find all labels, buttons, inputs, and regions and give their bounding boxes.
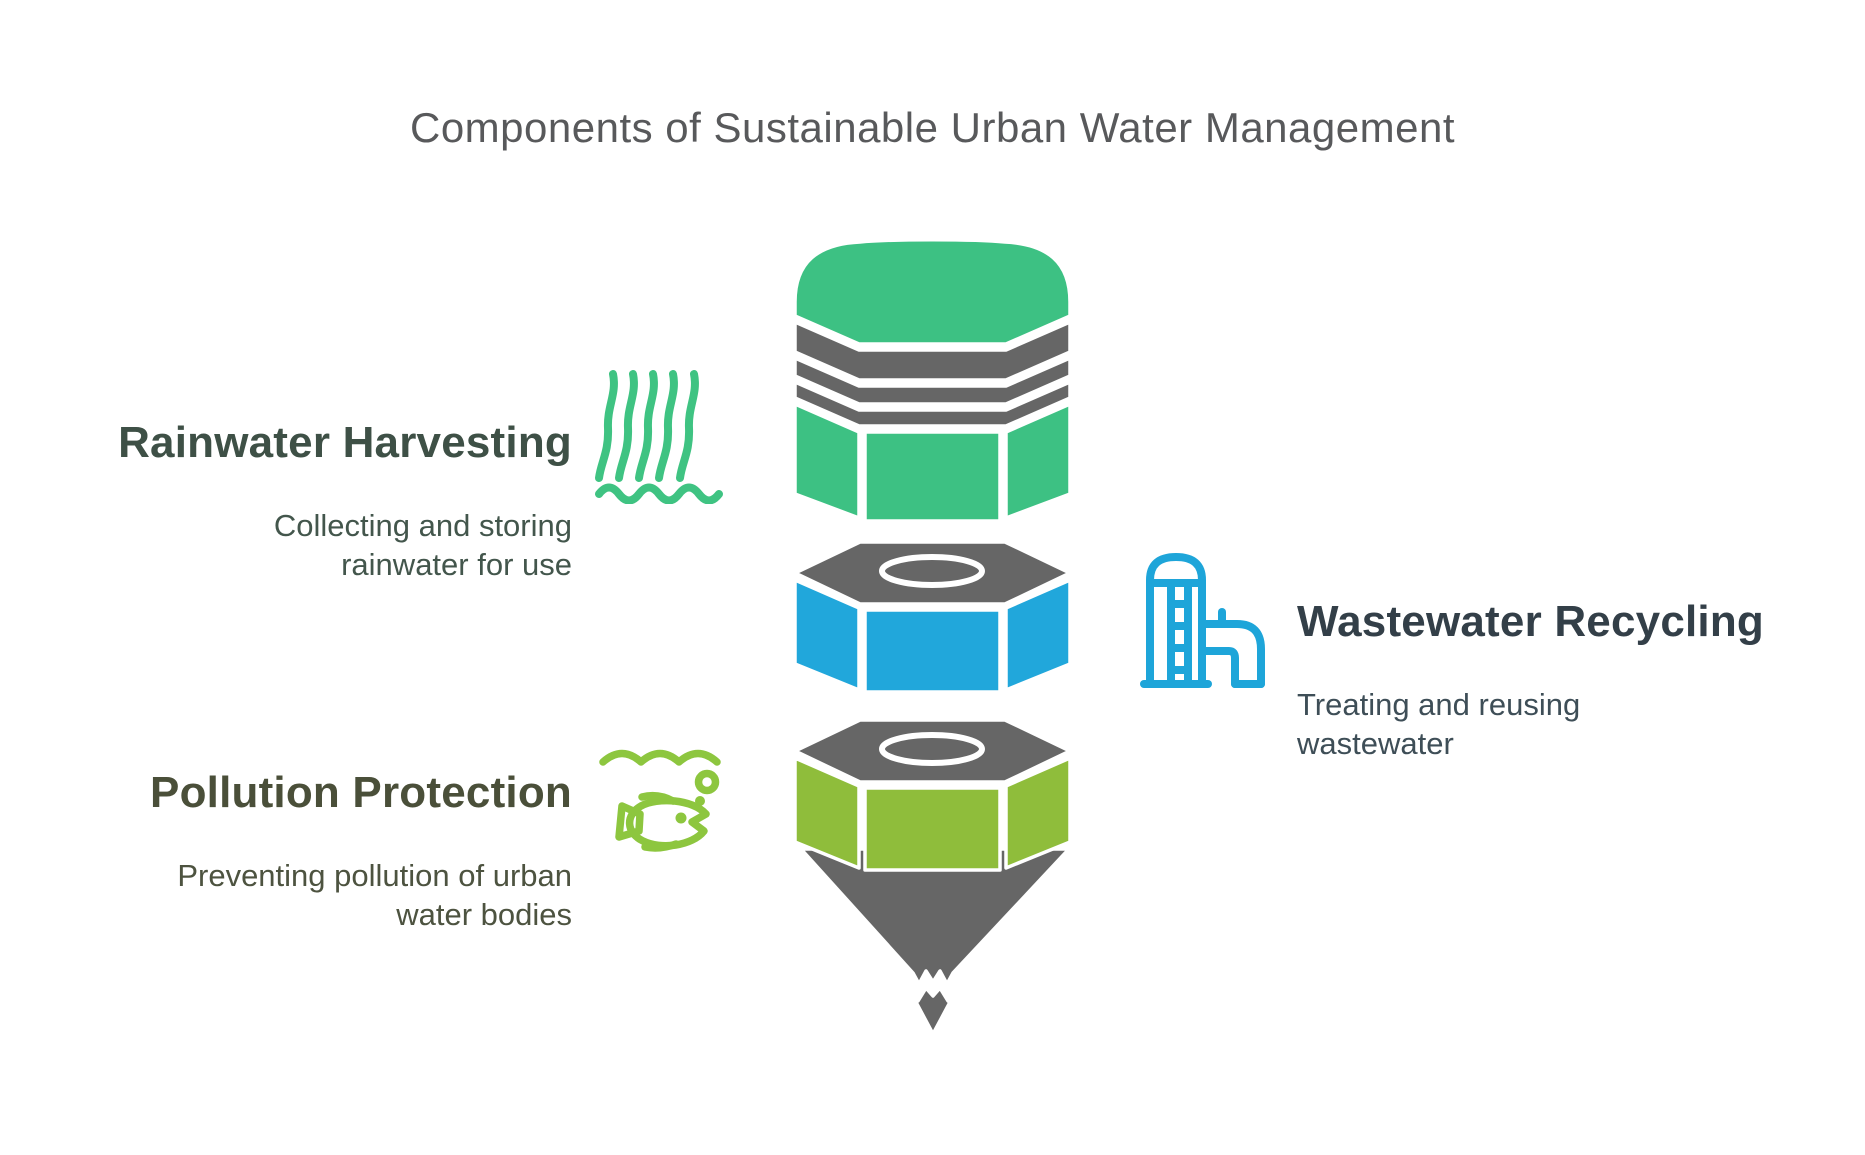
description-line: rainwater for use [341,547,572,582]
wastewater-recycling-block: Wastewater Recycling Treating and reusin… [1297,597,1799,763]
drum-stripe [793,320,1072,382]
description-line: Collecting and storing [273,508,572,543]
description-line: wastewater [1297,726,1454,761]
middle-nut-top-face [793,540,1072,606]
drum-side-face [1004,402,1072,520]
fish-top-fin [638,791,677,805]
rainwater-harvesting-heading: Rainwater Harvesting [118,418,572,467]
fish-tail [615,802,644,841]
bottom-nut-top-face [793,718,1072,784]
tank-pipe-outer [1198,620,1265,688]
wastewater-recycling-heading: Wastewater Recycling [1297,597,1764,646]
bottom-nut-front-face [863,786,1002,872]
middle-nut-side-face [1004,578,1072,692]
description-line: Treating and reusing [1297,687,1581,722]
bottom-nut-side-face [1004,756,1072,870]
waterfall-stream [676,370,699,482]
water-funnel-graphic [793,238,1072,1036]
bubble-large [694,769,720,795]
pollution-protection-block: Pollution Protection Preventing pollutio… [70,768,572,934]
drum-dome [793,238,1072,346]
middle-nut-side-face [793,578,861,692]
page-title: Components of Sustainable Urban Water Ma… [409,104,1455,151]
drum-stripe [793,380,1072,428]
waterfall-stream [615,370,638,482]
drum-side-face [793,402,861,520]
fish-icon [599,749,721,852]
pollution-protection-description: Preventing pollution of urban water bodi… [70,856,572,934]
pollution-protection-heading: Pollution Protection [150,768,572,817]
waterfall-stream [595,370,618,482]
water-surface-wave [599,749,721,766]
fish-eye [675,812,687,824]
waterfall-stream [655,370,678,482]
drum-stripe [793,356,1072,406]
drum-front-face [863,430,1002,523]
wastewater-recycling-description: Treating and reusing wastewater [1297,685,1799,763]
fish-bottom-fin [641,840,680,852]
tank-outline [1146,553,1206,688]
tank-pipe-inner [1198,647,1239,688]
middle-nut-hole-ring [879,554,985,588]
rainwater-harvesting-block: Rainwater Harvesting Collecting and stor… [70,418,572,584]
rainwater-harvesting-description: Collecting and storing rainwater for use [70,506,572,584]
description-line: Preventing pollution of urban [177,858,572,893]
spout-cone [799,847,1071,986]
middle-nut-front-face [863,608,1002,694]
water-wave-line [595,483,723,504]
bottom-nut-side-face [793,756,861,870]
waterfall-icon [595,370,723,504]
spout-tip [907,986,959,1036]
description-line: water bodies [396,897,572,932]
bubble-small [695,796,705,806]
bottom-nut-hole-ring [879,732,985,766]
waterfall-stream [635,370,658,482]
water-tank-icon [1140,553,1265,688]
